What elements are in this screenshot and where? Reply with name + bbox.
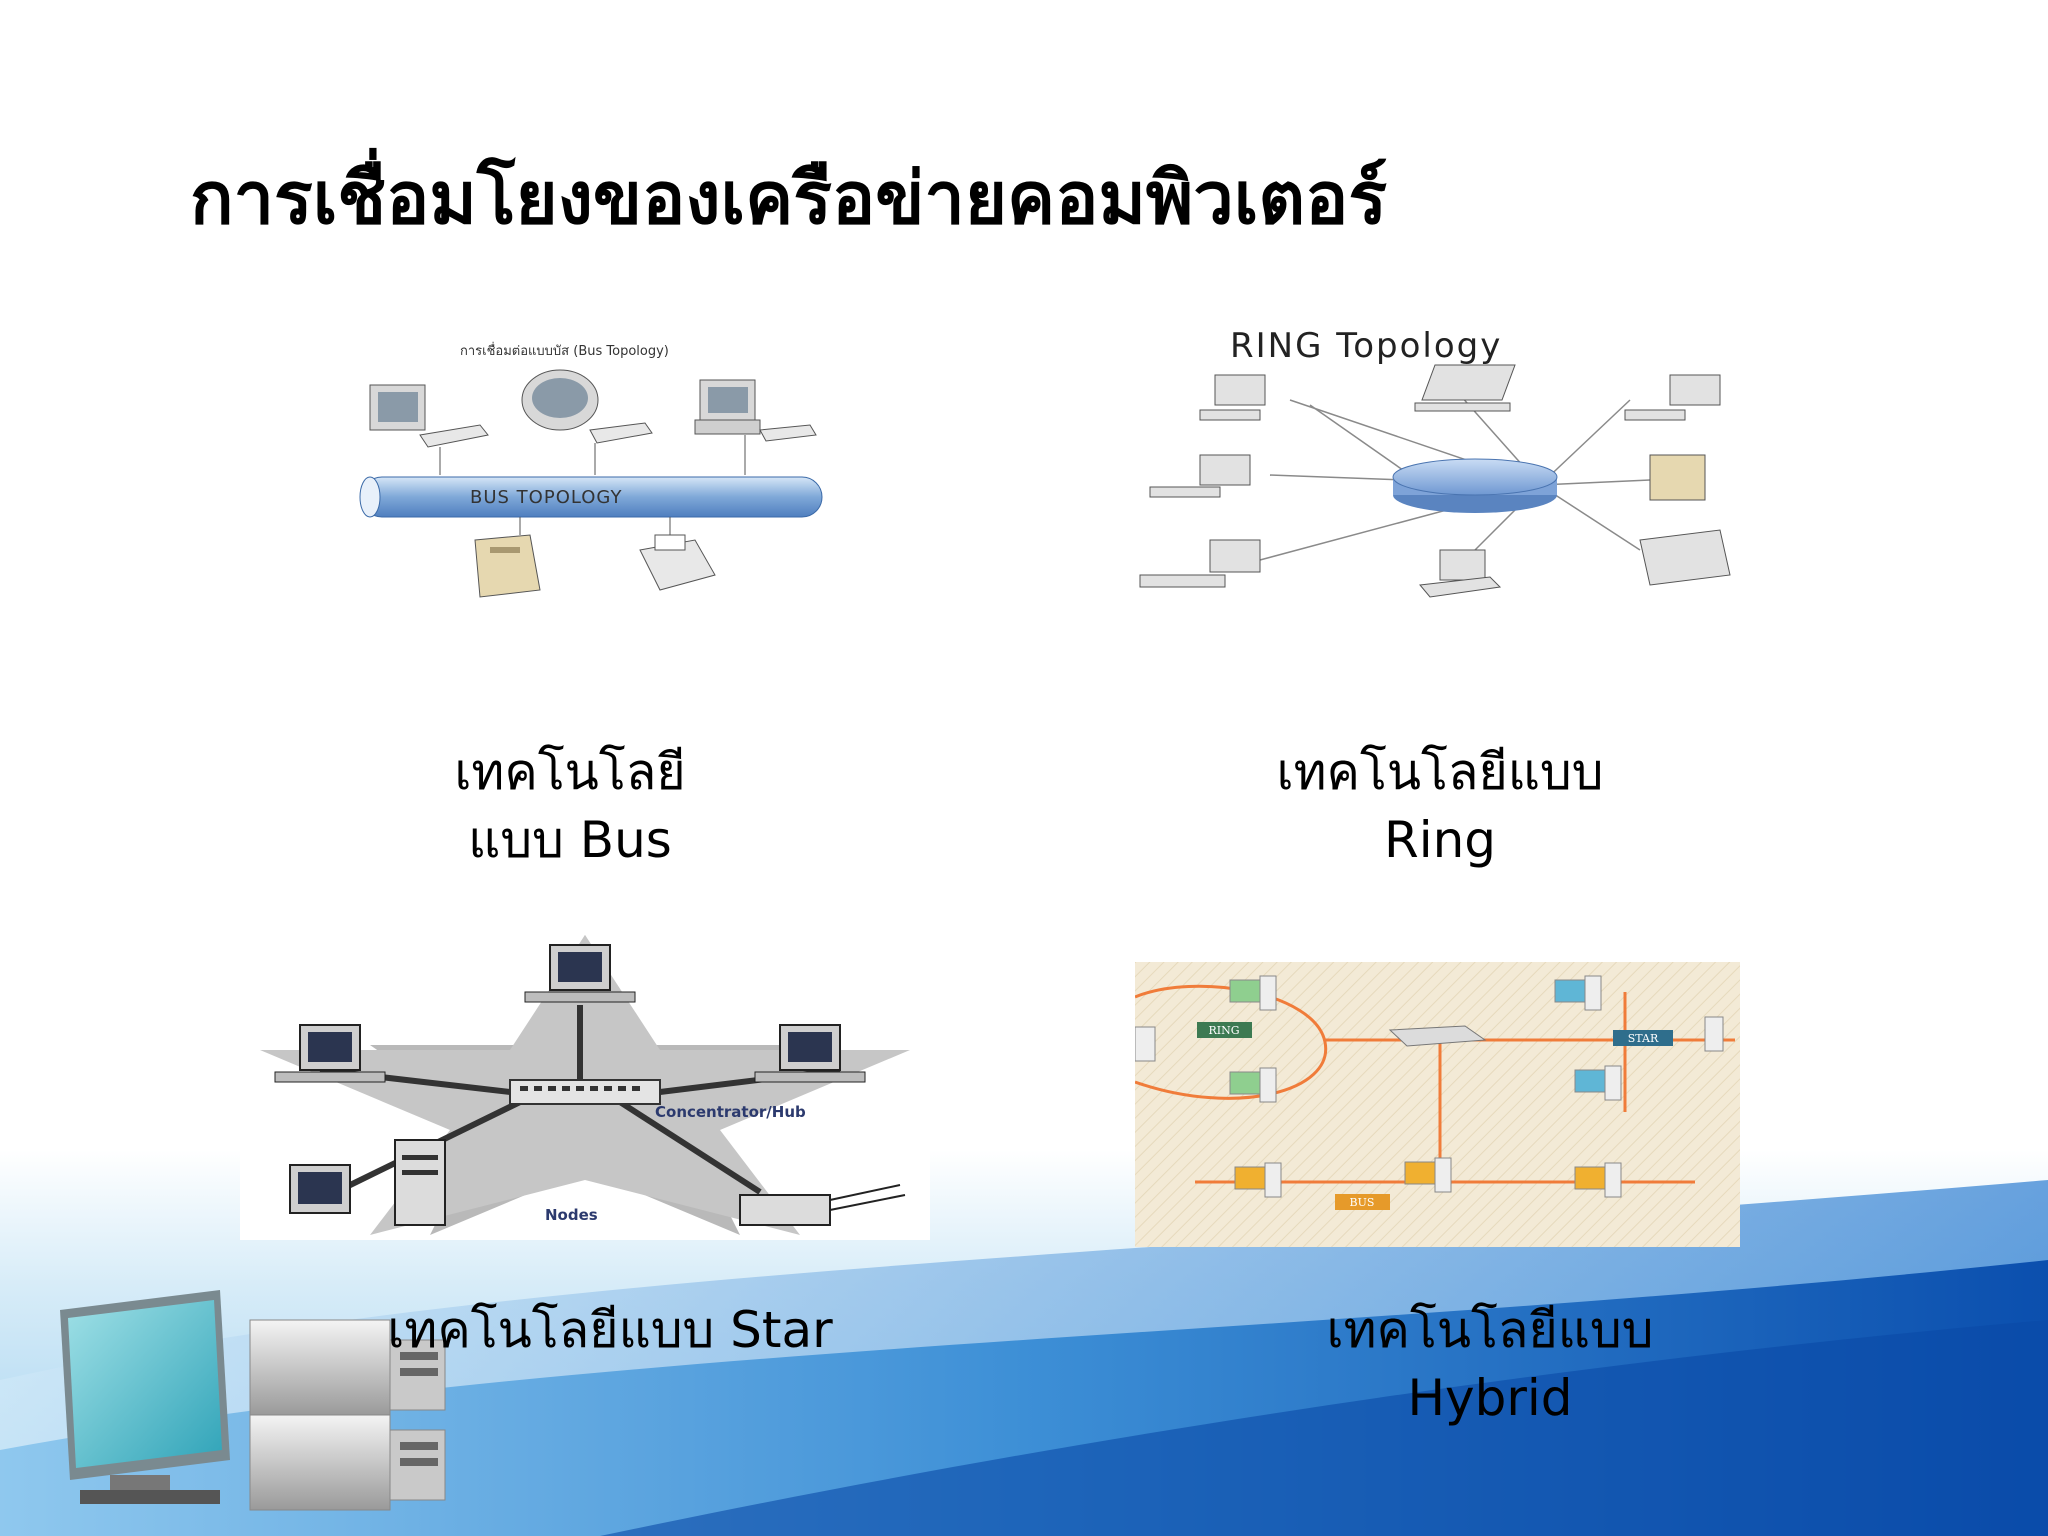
hub-icon — [1388, 1025, 1487, 1047]
server-icon — [474, 534, 541, 598]
computer-icon — [274, 1024, 386, 1083]
ring-diagram-title: RING Topology — [1230, 326, 1502, 366]
star-topology-diagram: Concentrator/Hub Nodes — [240, 930, 930, 1240]
ring-caption: เทคโนโลยีแบบ Ring — [1240, 738, 1640, 874]
bus-pipe-label: BUS TOPOLOGY — [470, 487, 622, 508]
computer-icon — [521, 369, 653, 444]
computer-icon — [1624, 374, 1721, 421]
computer-icon — [369, 384, 489, 448]
nodes-label: Nodes — [545, 1206, 598, 1224]
computer-icon — [1139, 539, 1261, 588]
hybrid-caption: เทคโนโลยีแบบ Hybrid — [1290, 1296, 1690, 1432]
computer-icon — [1419, 549, 1502, 598]
star-nodes — [1554, 975, 1724, 1101]
computer-icon — [524, 944, 636, 1003]
ring-topology-diagram: RING Topology — [1130, 315, 1790, 615]
star-caption: เทคโนโลยีแบบ Star — [387, 1301, 833, 1359]
bus-caption: เทคโนโลยี แบบ Bus — [440, 738, 700, 874]
hybrid-ring-label: RING — [1208, 1024, 1239, 1037]
ring-caption-line2: Ring — [1383, 811, 1497, 869]
hybrid-star-label: STAR — [1628, 1032, 1659, 1045]
computer-icon — [289, 1139, 446, 1226]
bus-diagram-title: การเชื่อมต่อแบบบัส (Bus Topology) — [460, 342, 669, 359]
bus-caption-line2: แบบ Bus — [468, 811, 672, 869]
printer-icon — [639, 534, 716, 591]
bus-nodes — [1234, 1157, 1622, 1198]
hybrid-topology-diagram: RING STAR BUS — [1135, 962, 1740, 1247]
computer-icon — [754, 1024, 866, 1083]
ring-nodes — [1135, 975, 1277, 1103]
computer-icon — [1149, 454, 1251, 498]
laptop-icon — [1414, 364, 1516, 412]
printer-icon — [739, 1184, 906, 1226]
printer-icon — [1639, 529, 1731, 586]
bus-topology-diagram: การเชื่อมต่อแบบบัส (Bus Topology) — [340, 335, 840, 605]
hub-label: Concentrator/Hub — [655, 1103, 806, 1121]
ring-caption-line1: เทคโนโลยีแบบ — [1276, 743, 1604, 801]
hybrid-caption-line2: Hybrid — [1407, 1369, 1573, 1427]
bus-caption-line1: เทคโนโลยี — [454, 743, 686, 801]
hybrid-bus-label: BUS — [1350, 1196, 1375, 1209]
slide-title: การเชื่อมโยงของเครือข่ายคอมพิวเตอร์ — [190, 156, 1388, 240]
hybrid-caption-line1: เทคโนโลยีแบบ — [1326, 1301, 1654, 1359]
computer-icon — [1199, 374, 1266, 421]
hub-icon — [509, 1079, 661, 1105]
server-icon — [1649, 454, 1706, 501]
computer-icon — [694, 379, 817, 442]
computer-illustration — [60, 1290, 446, 1511]
